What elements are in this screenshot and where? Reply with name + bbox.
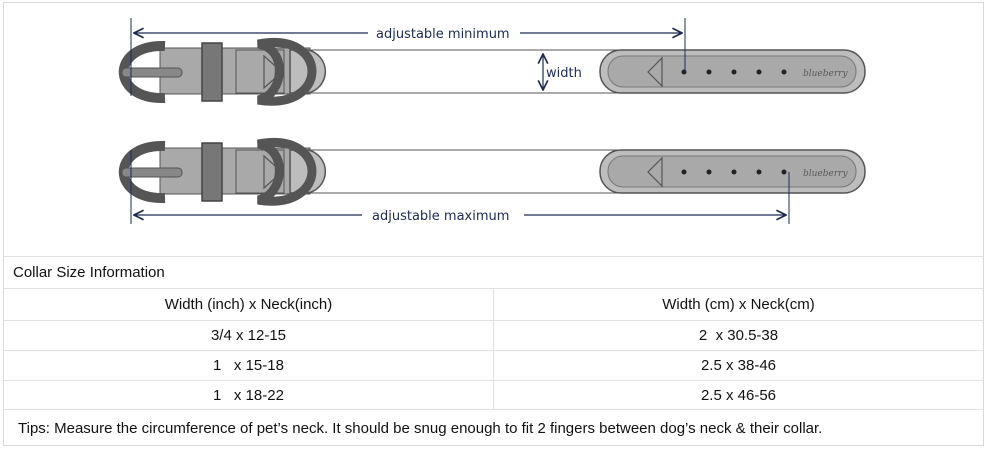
collar-maximum [118, 137, 866, 206]
cell-cm: 2.5 x 46-56 [700, 386, 777, 404]
cell-inch: 1 x 18-22 [4, 381, 494, 409]
label-adjustable-minimum: adjustable minimum [376, 27, 510, 42]
cell-cm: 2.5 x 38-46 [700, 357, 777, 374]
brand-logo-bottom: blueberry [803, 169, 848, 179]
brand-logo-top: blueberry [803, 69, 848, 79]
cell-cm: 2 x 30.5-38 [698, 327, 779, 344]
table-row: 1 x 18-22 2.5 x 46-56 [4, 380, 983, 410]
label-width: width [546, 66, 582, 81]
header-inch: Width (inch) x Neck(inch) [4, 289, 494, 320]
table-row: 3/4 x 12-15 2 x 30.5-38 [4, 320, 983, 350]
dimension-minimum [130, 18, 686, 96]
label-adjustable-maximum: adjustable maximum [372, 209, 509, 224]
table-row: 1 x 15-18 2.5 x 38-46 [4, 350, 983, 380]
collar-illustration: adjustable minimum width adjustable maxi… [118, 18, 866, 224]
table-title: Collar Size Information [13, 264, 165, 281]
header-cm: Width (cm) x Neck(cm) [662, 296, 815, 313]
page-frame [3, 2, 984, 446]
table-title-row: Collar Size Information [4, 256, 983, 288]
dimension-maximum [130, 150, 790, 224]
cell-inch: 1 x 15-18 [4, 351, 494, 380]
table-header-row: Width (inch) x Neck(inch) Width (cm) x N… [4, 288, 983, 320]
collar-diagram: adjustable minimum width adjustable maxi… [118, 18, 866, 224]
cell-inch: 3/4 x 12-15 [4, 321, 494, 350]
sizing-tips: Tips: Measure the circumference of pet’s… [18, 420, 823, 437]
collar-minimum [118, 37, 866, 106]
